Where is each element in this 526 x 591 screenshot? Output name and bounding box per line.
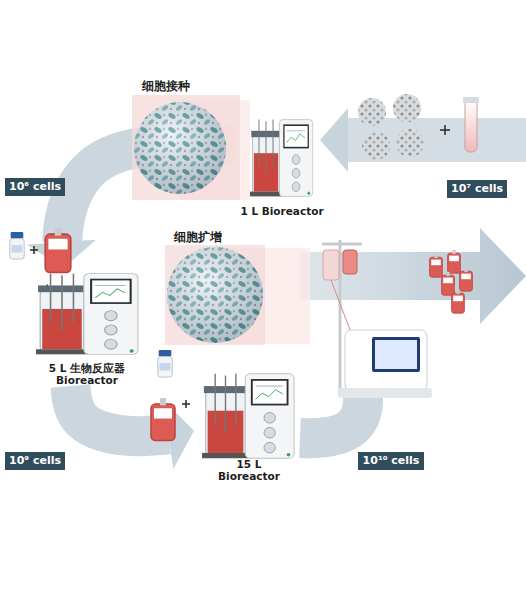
device-base — [338, 388, 432, 398]
bioreactor-label: 1 L Bioreactor — [240, 205, 323, 217]
cell-cluster — [362, 132, 390, 160]
bioreactor-5l — [36, 274, 138, 355]
sphere-shade — [167, 247, 263, 343]
cell-count: 10⁶ cells — [9, 181, 61, 194]
tube-cap — [463, 97, 479, 103]
cell-cluster — [396, 129, 424, 157]
iv-bag — [343, 250, 357, 274]
product-bag — [430, 254, 443, 277]
plus-symbol — [182, 400, 190, 408]
cell-count-box: 10⁷ cells — [447, 180, 507, 198]
bioreactor-1l — [250, 120, 313, 197]
cell-cluster — [393, 94, 421, 122]
medium-bottle — [158, 350, 172, 377]
bioreactor-15l — [202, 374, 294, 458]
sample-tube — [465, 100, 477, 152]
iv-bag — [323, 250, 339, 280]
bioreactor-label: 15 L Bioreactor — [207, 458, 291, 482]
product-bag — [448, 250, 461, 273]
bioreactor-node: 1 L Bioreactor — [236, 115, 328, 217]
bioreactor-node: 15 L Bioreactor — [194, 368, 304, 482]
product-bag — [460, 268, 473, 291]
cell-count-box: 10¹⁰ cells — [358, 452, 424, 470]
step-label: 细胞接种 — [142, 78, 190, 95]
tubing — [331, 280, 352, 335]
step-label: 细胞扩增 — [174, 229, 222, 246]
plus-symbol — [30, 246, 38, 254]
device-screen — [372, 337, 420, 372]
bioreactor-label: 5 L 生物反应器 Bioreactor — [45, 362, 129, 386]
medium-bottle — [10, 232, 24, 259]
cell-count-box: 10⁶ cells — [5, 178, 65, 196]
incoming-arrowhead — [320, 108, 348, 172]
cell-count-box: 10⁹ cells — [5, 452, 65, 470]
output-arrow — [300, 228, 526, 324]
device-screen-inner — [375, 340, 417, 369]
medium-bag — [151, 398, 175, 441]
cell-count: 10⁷ cells — [451, 183, 503, 196]
cell-cluster — [358, 98, 386, 126]
sphere-shade — [134, 102, 226, 194]
cell-count: 10⁹ cells — [9, 455, 61, 468]
product-bag — [452, 290, 465, 313]
cell-sphere — [134, 102, 226, 194]
cell-count: 10¹⁰ cells — [363, 455, 420, 468]
harvest-device — [345, 330, 427, 390]
medium-bag — [45, 228, 71, 272]
bioreactor-node: 5 L 生物反应器 Bioreactor — [28, 268, 146, 386]
iv-bar — [322, 243, 362, 246]
zoom-highlight — [132, 95, 240, 200]
product-bag — [442, 272, 455, 295]
cell-sphere — [167, 247, 263, 343]
zoom-highlight — [165, 245, 265, 345]
plus-symbol — [440, 125, 450, 135]
